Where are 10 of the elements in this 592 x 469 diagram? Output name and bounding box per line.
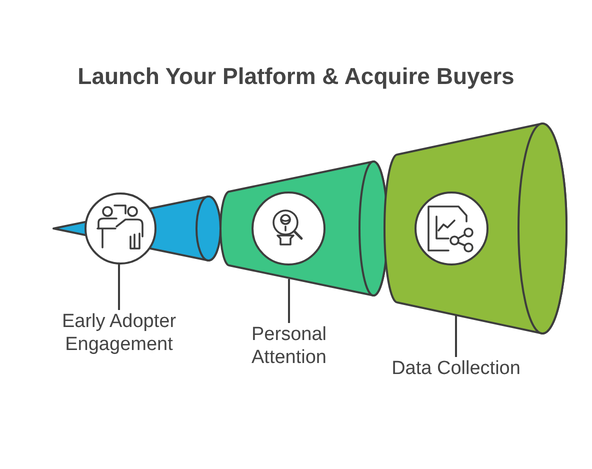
- title: Launch Your Platform & Acquire Buyers: [78, 62, 514, 90]
- step-label: Early Adopter Engagement: [61, 310, 177, 356]
- step-label: Personal Attention: [251, 323, 327, 369]
- leader-line: [118, 264, 120, 310]
- leader-line: [288, 279, 290, 323]
- cone-drawing: [382, 122, 568, 334]
- cone-drawing: [52, 190, 222, 266]
- step-label: Data Collection: [391, 357, 521, 380]
- leader-line: [455, 316, 457, 357]
- cone-drawing: [218, 160, 388, 297]
